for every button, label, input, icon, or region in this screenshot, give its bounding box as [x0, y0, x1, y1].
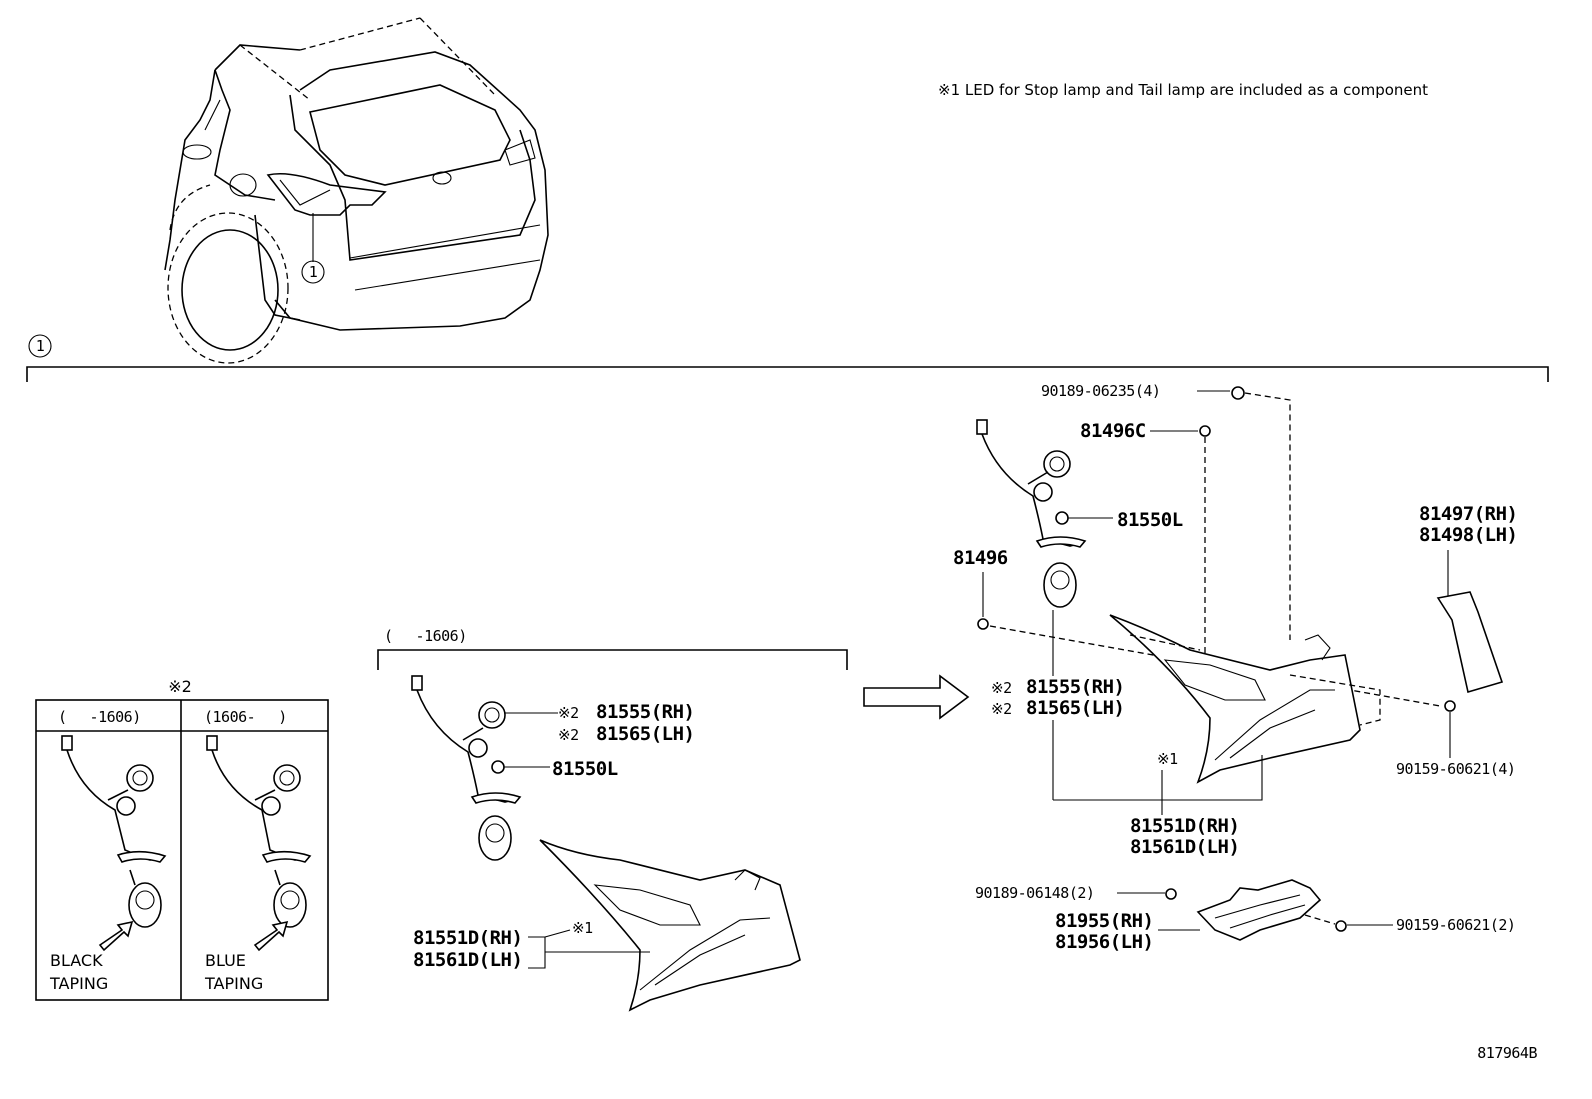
right-bracket-lh: 81956(LH)	[1055, 931, 1153, 953]
right-socket-rh: 81555(RH)	[1026, 676, 1124, 698]
middle-group: ( -1606) ※2 81555(RH) ※2 81565(LH) 81550…	[377, 627, 848, 1012]
right-socket-harness	[976, 419, 1087, 608]
vehicle-callout-number: 1	[309, 263, 318, 281]
middle-range: ( -1606)	[384, 627, 467, 645]
right-bulb: 81550L	[1117, 509, 1183, 531]
left-box-col2-header: (1606- )	[204, 708, 287, 726]
right-lamp-lh: 81561D(LH)	[1130, 836, 1239, 858]
right-group: 90189-06235(4) 81496C 81550L 81496 81497…	[953, 382, 1518, 953]
note-text: ※1 LED for Stop lamp and Tail lamp are i…	[938, 81, 1428, 99]
vehicle-callout: 1	[301, 260, 325, 284]
middle-socket-mark-2: ※2	[558, 726, 579, 744]
right-socket-lh: 81565(LH)	[1026, 697, 1124, 719]
left-box-col1-header: ( -1606)	[58, 708, 141, 726]
blue-taping-line1: BLUE	[205, 951, 246, 970]
drawing-code: 817964B	[1477, 1044, 1537, 1062]
vehicle-rear-illustration	[164, 17, 549, 364]
middle-lamp-lh: 81561D(LH)	[413, 949, 522, 971]
right-arrow-icon	[863, 674, 970, 720]
socket-harness-blue-taping	[206, 735, 312, 928]
right-grommet: 81496	[953, 547, 1008, 569]
right-lamp-mark: ※1	[1157, 750, 1178, 768]
mounting-bracket	[1196, 879, 1322, 941]
socket-harness-black-taping	[61, 735, 167, 928]
left-box-mark: ※2	[168, 677, 192, 696]
assembly-callout-number: 1	[36, 337, 45, 355]
right-clip: 81496C	[1080, 420, 1146, 442]
black-taping-line1: BLACK	[50, 951, 103, 970]
middle-lamp-mark: ※1	[572, 919, 593, 937]
right-tail-lamp	[1109, 614, 1381, 784]
right-bracket-rh: 81955(RH)	[1055, 910, 1153, 932]
garnish-cover	[1436, 591, 1504, 694]
right-lamp-rh: 81551D(RH)	[1130, 815, 1239, 837]
right-screw-right: 90159-60621(4)	[1396, 760, 1515, 778]
right-socket-mark-2: ※2	[991, 700, 1012, 718]
middle-bulb: 81550L	[552, 758, 618, 780]
middle-lamp-rh: 81551D(RH)	[413, 927, 522, 949]
right-cover-lh: 81498(LH)	[1419, 524, 1517, 546]
middle-tail-lamp	[539, 839, 801, 1012]
right-nut-bottom: 90189-06148(2)	[975, 884, 1094, 902]
assembly-bracket: 1	[26, 334, 1549, 382]
arrow-icon	[98, 920, 134, 952]
right-screw-bottom: 90159-60621(2)	[1396, 916, 1515, 934]
middle-socket-rh: 81555(RH)	[596, 701, 694, 723]
right-cover-rh: 81497(RH)	[1419, 503, 1517, 525]
right-socket-mark-1: ※2	[991, 679, 1012, 697]
blue-taping-line2: TAPING	[204, 974, 263, 993]
left-box: ※2 ( -1606) (1606- ) BLACK TAPING	[35, 677, 329, 1001]
right-nut-top: 90189-06235(4)	[1041, 382, 1160, 400]
arrow-icon	[253, 920, 289, 952]
middle-socket-harness	[411, 675, 522, 861]
black-taping-line2: TAPING	[49, 974, 108, 993]
middle-socket-lh: 81565(LH)	[596, 723, 694, 745]
middle-socket-mark-1: ※2	[558, 704, 579, 722]
